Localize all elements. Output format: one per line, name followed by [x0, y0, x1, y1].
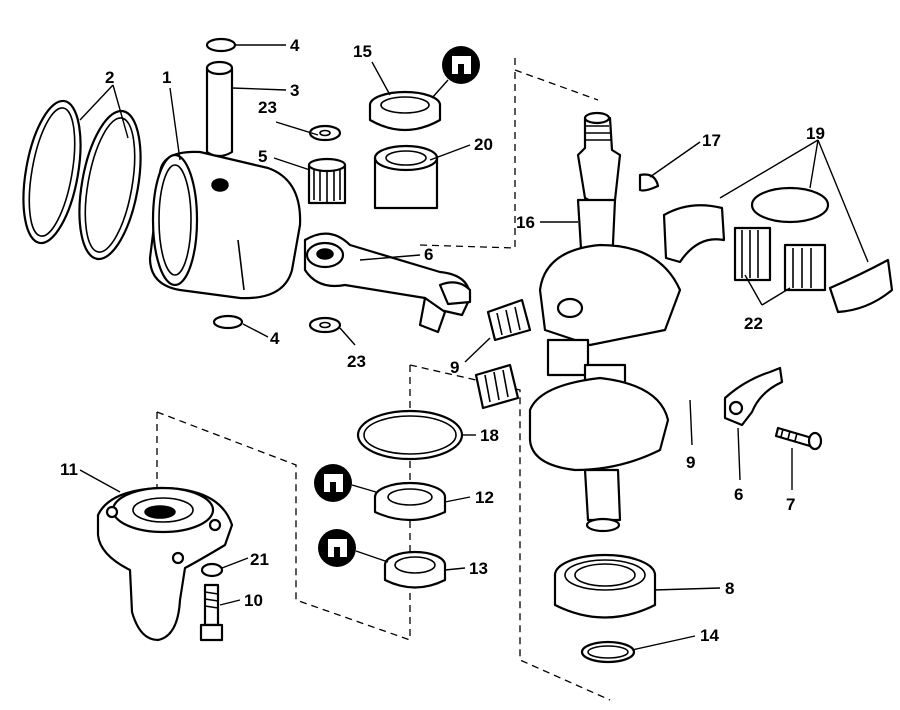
lower-oil-seal	[373, 481, 447, 522]
callout-12: 12	[475, 488, 494, 507]
main-bearing-liner-left	[662, 204, 726, 264]
callout-21: 21	[250, 550, 269, 569]
upper-main-bearing	[373, 144, 439, 210]
callout-9-right: 9	[686, 453, 695, 472]
connecting-rod	[303, 232, 472, 334]
callout-10: 10	[244, 591, 263, 610]
callout-18: 18	[480, 426, 499, 445]
callout-9-left: 9	[450, 358, 459, 377]
lip-seal-icon	[442, 46, 480, 84]
lip-seal-icon	[318, 529, 356, 567]
piston	[148, 150, 302, 300]
callout-labels: 2 1 3 4 23 5 6 4 23 9 15 20 16 17 19 22 …	[60, 36, 825, 645]
main-bearing-rollers	[733, 226, 827, 292]
lower-ball-bearing	[553, 553, 657, 619]
rod-bearing-cage-lower	[474, 363, 520, 410]
main-bearing-retainer-ring	[750, 186, 830, 224]
callout-15: 15	[353, 42, 372, 61]
callout-2: 2	[105, 68, 114, 87]
callout-11: 11	[60, 460, 78, 479]
callout-16: 16	[516, 213, 535, 232]
callout-1: 1	[162, 68, 171, 87]
o-ring	[356, 409, 464, 461]
callout-5: 5	[258, 147, 267, 166]
callout-3: 3	[290, 81, 299, 100]
callout-14: 14	[700, 626, 719, 645]
callout-6-cap: 6	[734, 485, 743, 504]
callout-17: 17	[702, 131, 721, 150]
callout-7: 7	[786, 495, 795, 514]
upper-oil-seal	[368, 90, 442, 131]
callout-22: 22	[744, 314, 763, 333]
callout-20: 20	[474, 135, 493, 154]
callout-4-bottom: 4	[270, 329, 280, 348]
bearing-retaining-ring	[580, 640, 636, 664]
callout-4-top: 4	[290, 36, 300, 55]
sealing-washer	[200, 562, 224, 578]
main-bearing-liner-right	[828, 258, 894, 314]
pin-retaining-rings	[205, 37, 244, 330]
leader-lines	[79, 44, 869, 651]
piston-pin	[205, 60, 234, 158]
thrust-washers	[308, 124, 342, 334]
callout-6-rod: 6	[424, 245, 433, 264]
rod-cap	[723, 366, 784, 427]
rod-cap-screw	[774, 426, 823, 451]
callout-8: 8	[725, 579, 734, 598]
callout-23-bottom: 23	[347, 352, 366, 371]
lower-seal-housing	[96, 486, 234, 642]
seal-housing-oil-seal	[383, 550, 447, 589]
callout-23-top: 23	[258, 98, 277, 117]
lip-seal-icon	[314, 464, 352, 502]
rod-bearing-cage-upper	[486, 298, 532, 342]
piston-rings	[22, 99, 142, 261]
crankshaft	[528, 111, 682, 533]
housing-screw	[199, 583, 224, 642]
wrist-pin-needle-bearing	[307, 157, 347, 205]
callout-19: 19	[806, 124, 825, 143]
callout-13: 13	[469, 559, 488, 578]
woodruff-key	[638, 173, 660, 192]
